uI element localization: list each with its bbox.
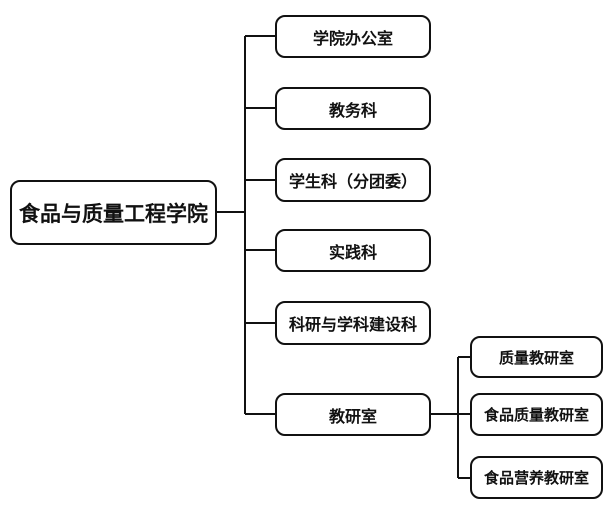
dept-node-practice: 实践科	[275, 229, 431, 272]
dept-node-office: 学院办公室	[275, 15, 431, 58]
sub-node-food-nutrition: 食品营养教研室	[470, 456, 603, 499]
sub-node-food-quality: 食品质量教研室	[470, 393, 603, 436]
dept-node-research: 科研与学科建设科	[275, 301, 431, 345]
sub-node-quality: 质量教研室	[470, 336, 603, 378]
dept-node-academic-affairs: 教务科	[275, 87, 431, 130]
root-node: 食品与质量工程学院	[10, 180, 217, 245]
dept-node-teaching-research: 教研室	[275, 393, 431, 436]
dept-node-student-affairs: 学生科（分团委）	[275, 158, 431, 202]
